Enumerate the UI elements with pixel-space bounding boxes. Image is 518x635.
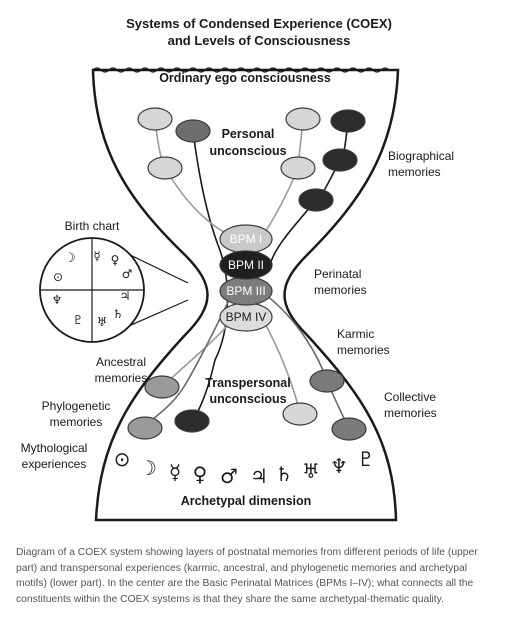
chart-pointer-bottom xyxy=(121,299,189,330)
node-light-lower-right xyxy=(282,402,318,426)
planet-mars-icon: ♂ xyxy=(220,464,238,488)
birth-chart-label: Birth chart xyxy=(65,219,120,233)
chart-mars-glyph: ♂ xyxy=(122,267,133,281)
chart-saturn-glyph: ♄ xyxy=(113,307,124,321)
karmic-line-2: memories xyxy=(337,343,390,357)
node-dark-top-left xyxy=(175,119,211,143)
phylogenetic-line-1: Phylogenetic xyxy=(42,399,111,413)
figure-caption: Diagram of a COEX system showing layers … xyxy=(16,547,478,605)
planet-venus-icon: ♀ xyxy=(193,462,208,486)
birth-chart: Birth chart ☽ ☿ ♀ ⊙ ♂ ♆ ♃ ♅ ♄ ♇ xyxy=(39,219,189,343)
node-light-top-left xyxy=(137,107,173,131)
node-dark-right-3 xyxy=(298,188,334,212)
node-light-right-2 xyxy=(280,156,316,180)
node-light-top-right xyxy=(285,107,321,131)
node-light-left-2 xyxy=(147,156,183,180)
chart-sun-glyph: ⊙ xyxy=(53,270,63,284)
top-label: Ordinary ego consciousness xyxy=(159,71,331,85)
chart-neptune-glyph: ♆ xyxy=(52,293,63,307)
chart-pluto-glyph: ♇ xyxy=(73,313,84,327)
ancestral-line-1: Ancestral xyxy=(96,355,146,369)
node-mid-lower-left xyxy=(144,375,180,399)
collective-line-1: Collective xyxy=(384,390,436,404)
chart-jupiter-glyph: ♃ xyxy=(120,289,131,303)
transpersonal-unconscious-line-2: unconscious xyxy=(209,392,286,406)
planet-neptune-icon: ♆ xyxy=(330,454,348,478)
chart-mercury-glyph: ☿ xyxy=(93,249,100,263)
personal-unconscious-line-2: unconscious xyxy=(209,144,286,158)
bpm-3-label: BPM III xyxy=(226,284,265,298)
planet-saturn-icon: ♄ xyxy=(275,462,293,486)
karmic-line-1: Karmic xyxy=(337,327,374,341)
biographical-line-1: Biographical xyxy=(388,149,454,163)
phylogenetic-line-2: memories xyxy=(50,415,103,429)
planet-jupiter-icon: ♃ xyxy=(250,464,268,488)
chart-moon-glyph: ☽ xyxy=(64,251,76,266)
planet-mercury-icon: ☿ xyxy=(169,460,181,484)
node-mid-lower-right-2 xyxy=(331,417,367,441)
planet-pluto-icon: ♇ xyxy=(357,447,375,471)
memory-nodes xyxy=(127,107,367,441)
title-line-1: Systems of Condensed Experience (COEX) xyxy=(126,16,392,31)
planet-uranus-icon: ♅ xyxy=(302,459,320,483)
bpm-stack xyxy=(219,224,273,332)
bpm-4-label: BPM IV xyxy=(226,310,267,324)
bpm-2-shape xyxy=(219,250,273,280)
biographical-line-2: memories xyxy=(388,165,441,179)
personal-unconscious-line-1: Personal xyxy=(222,127,275,141)
title-line-2: and Levels of Consciousness xyxy=(168,33,351,48)
bottom-label: Archetypal dimension xyxy=(181,494,312,508)
mythological-line-1: Mythological xyxy=(21,441,88,455)
planet-moon-icon: ☽ xyxy=(139,456,157,480)
perinatal-line-1: Perinatal xyxy=(314,267,361,281)
planet-row: ⊙ ☽ ☿ ♀ ♂ ♃ ♄ ♅ ♆ ♇ xyxy=(114,447,375,488)
node-dark-right-2 xyxy=(322,148,358,172)
bpm-2-label: BPM II xyxy=(228,258,264,272)
node-mid-lower-right xyxy=(309,369,345,393)
bpm-1-label: BPM I xyxy=(230,232,263,246)
node-dark-top-right xyxy=(330,109,366,133)
node-dark-lower-left xyxy=(174,409,210,433)
collective-line-2: memories xyxy=(384,406,437,420)
perinatal-line-2: memories xyxy=(314,283,367,297)
transpersonal-unconscious-line-1: Transpersonal xyxy=(205,376,290,390)
mythological-line-2: experiences xyxy=(22,457,87,471)
node-mid-lower-left-2 xyxy=(127,416,163,440)
planet-sun-icon: ⊙ xyxy=(114,447,131,471)
chart-uranus-glyph: ♅ xyxy=(97,315,108,329)
chart-venus-glyph: ♀ xyxy=(111,253,120,267)
chart-pointer-top xyxy=(121,250,189,284)
surface-wave xyxy=(92,67,390,73)
ancestral-line-2: memories xyxy=(95,371,148,385)
